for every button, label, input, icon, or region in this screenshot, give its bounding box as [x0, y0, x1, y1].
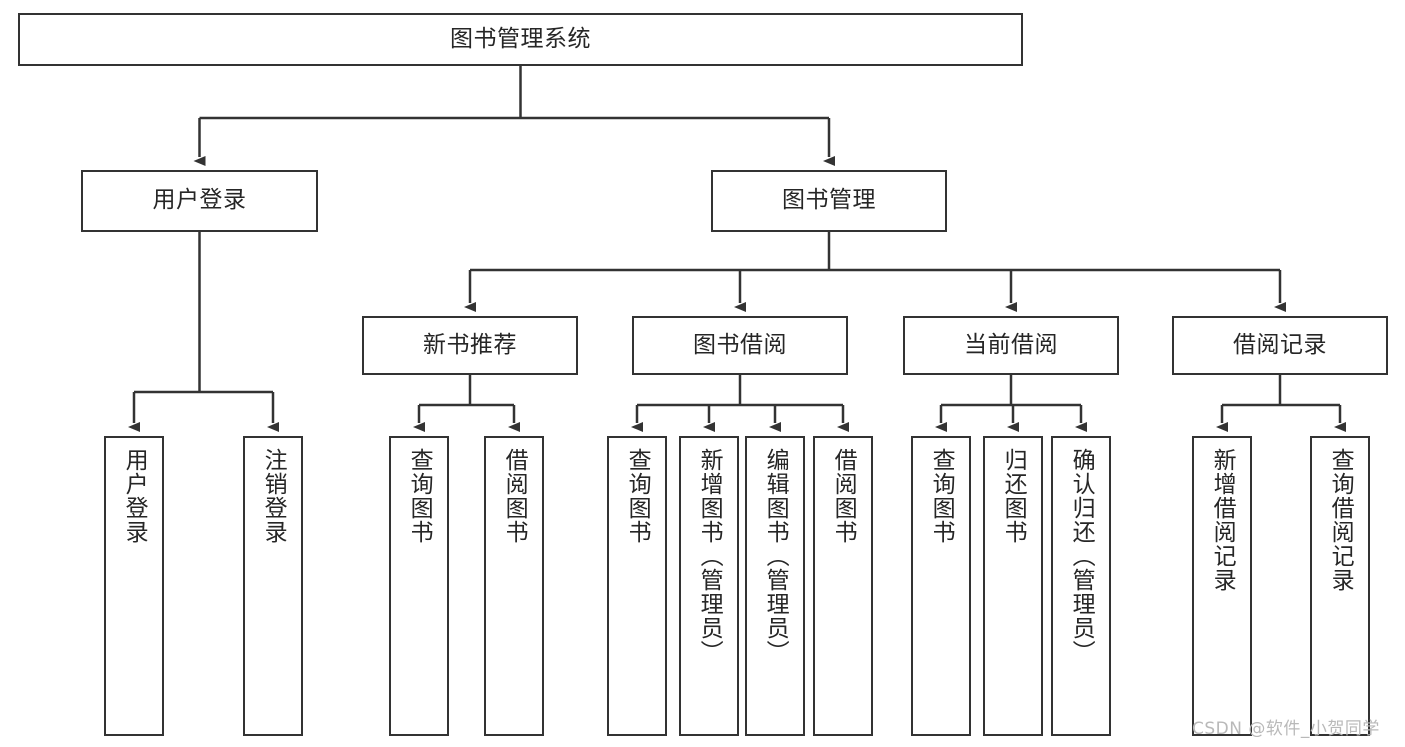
- node-leaf-query-book-2[interactable]: 查询图书: [607, 436, 667, 736]
- node-leaf-borrow-book-2[interactable]: 借阅图书: [813, 436, 873, 736]
- node-label-leaf-query-record: 查询借阅记录: [1327, 448, 1354, 592]
- node-user-login[interactable]: 用户登录: [81, 170, 318, 232]
- node-label-leaf-query-book-1: 查询图书: [406, 448, 433, 544]
- node-leaf-query-record[interactable]: 查询借阅记录: [1310, 436, 1370, 736]
- node-label-leaf-return-book: 归还图书: [1000, 448, 1027, 544]
- node-label-current-borrow: 当前借阅: [964, 331, 1058, 358]
- node-leaf-logout[interactable]: 注销登录: [243, 436, 303, 736]
- node-label-book-manage: 图书管理: [782, 187, 876, 214]
- node-leaf-borrow-book-1[interactable]: 借阅图书: [484, 436, 544, 736]
- node-book-borrow[interactable]: 图书借阅: [632, 316, 848, 375]
- node-label-leaf-logout: 注销登录: [260, 448, 287, 544]
- node-label-borrow-record: 借阅记录: [1233, 331, 1327, 358]
- node-label-leaf-edit-book: 编辑图书（管理员）: [762, 448, 789, 664]
- node-leaf-query-book-3[interactable]: 查询图书: [911, 436, 971, 736]
- node-label-leaf-query-book-2: 查询图书: [624, 448, 651, 544]
- node-label-leaf-borrow-book-2: 借阅图书: [830, 448, 857, 544]
- node-book-manage[interactable]: 图书管理: [711, 170, 947, 232]
- node-leaf-edit-book[interactable]: 编辑图书（管理员）: [745, 436, 805, 736]
- node-label-leaf-query-book-3: 查询图书: [928, 448, 955, 544]
- node-label-leaf-add-book: 新增图书（管理员）: [696, 448, 723, 664]
- node-leaf-confirm-return[interactable]: 确认归还（管理员）: [1051, 436, 1111, 736]
- node-leaf-query-book-1[interactable]: 查询图书: [389, 436, 449, 736]
- node-leaf-return-book[interactable]: 归还图书: [983, 436, 1043, 736]
- node-label-leaf-borrow-book-1: 借阅图书: [501, 448, 528, 544]
- node-new-book-recommend[interactable]: 新书推荐: [362, 316, 578, 375]
- node-label-root: 图书管理系统: [450, 25, 591, 52]
- node-label-leaf-user-login: 用户登录: [121, 448, 148, 544]
- csdn-watermark: CSDN @软件_小贺同学: [1192, 719, 1380, 739]
- node-current-borrow[interactable]: 当前借阅: [903, 316, 1119, 375]
- node-leaf-add-record[interactable]: 新增借阅记录: [1192, 436, 1252, 736]
- node-label-user-login: 用户登录: [152, 187, 247, 214]
- node-borrow-record[interactable]: 借阅记录: [1172, 316, 1388, 375]
- node-label-new-book-recommend: 新书推荐: [423, 331, 517, 358]
- node-label-leaf-add-record: 新增借阅记录: [1209, 448, 1236, 592]
- node-label-leaf-confirm-return: 确认归还（管理员）: [1068, 448, 1095, 664]
- node-root[interactable]: 图书管理系统: [18, 13, 1023, 66]
- node-leaf-add-book[interactable]: 新增图书（管理员）: [679, 436, 739, 736]
- node-leaf-user-login[interactable]: 用户登录: [104, 436, 164, 736]
- node-label-book-borrow: 图书借阅: [693, 331, 787, 358]
